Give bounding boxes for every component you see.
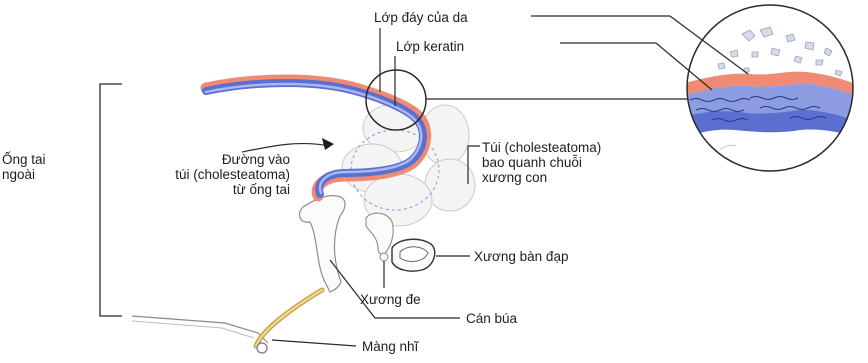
label-sac-entrance-line1: Đường vào [130,152,290,167]
ear-canal-bracket [100,84,122,316]
label-sac-entrance: Đường vào túi (cholesteatoma) từ ống tai [130,152,290,197]
label-sac-ossicles-line2: bao quanh chuỗi [482,155,601,170]
label-malleus-handle: Cán búa [466,311,517,326]
label-ear-canal-line1: Ống tai [2,152,46,167]
label-sac-entrance-line3: từ ống tai [130,182,290,197]
leader-sac-entrance [242,144,330,152]
leader-eardrum [272,340,356,346]
label-skin-base: Lớp đáy của da [374,10,468,25]
label-sac-ossicles-line3: xương con [482,170,601,185]
eardrum-end [257,343,267,353]
label-eardrum: Màng nhĩ [362,339,418,354]
label-sac-ossicles-line1: Túi (cholesteatoma) [482,140,601,155]
label-keratin: Lớp keratin [396,39,464,54]
incus [366,213,393,254]
label-incus: Xương đe [360,292,421,307]
entrance-arrowhead [322,138,334,150]
ear-canal-floor [132,316,268,343]
leader-malleus [330,260,460,318]
eardrum [256,290,322,346]
magnified-skin-inset [680,0,860,180]
label-ear-canal: Ống tai ngoài [2,152,46,182]
label-sac-ossicles: Túi (cholesteatoma) bao quanh chuỗi xươn… [482,140,601,185]
label-sac-entrance-line2: túi (cholesteatoma) [130,167,290,182]
label-stapes: Xương bàn đạp [474,249,568,264]
malleus [299,196,344,292]
label-ear-canal-line2: ngoài [2,167,46,182]
